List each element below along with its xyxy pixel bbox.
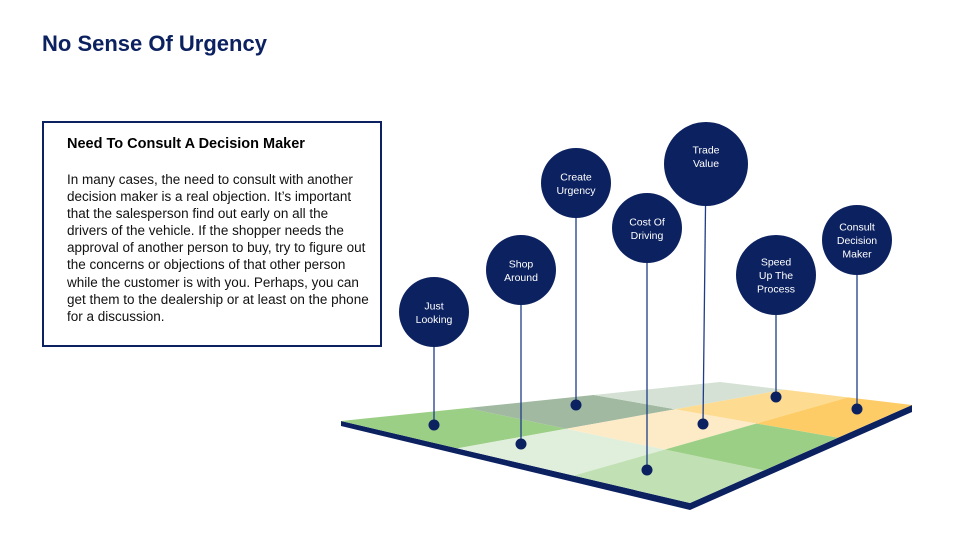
pin-label: Process <box>757 284 795 296</box>
pin-label: Looking <box>416 314 453 326</box>
pin-label: Consult <box>839 222 875 234</box>
decision-maker-panel: Need To Consult A Decision Maker In many… <box>42 121 382 347</box>
pin-label: Cost Of <box>629 216 665 228</box>
grid-cell <box>566 409 757 450</box>
pin-label: Trade <box>692 144 719 156</box>
grid-cell <box>573 449 764 503</box>
grid-cell <box>593 382 784 410</box>
pin-circle <box>486 235 556 305</box>
pin-dot <box>570 399 582 411</box>
pin-stem <box>702 163 707 425</box>
pin-label: Value <box>693 158 719 170</box>
grid-cell <box>341 408 567 449</box>
pin-label: Just <box>424 300 443 312</box>
pin-dot <box>770 391 782 403</box>
pin-label: Around <box>504 272 538 284</box>
pin-dot <box>851 403 863 415</box>
pin-label: Create <box>560 171 592 183</box>
page-title: No Sense Of Urgency <box>42 31 267 56</box>
pin-label: Urgency <box>556 185 596 197</box>
panel-heading: Need To Consult A Decision Maker <box>67 136 305 152</box>
pin-circle <box>399 277 469 347</box>
plane-base-edge <box>341 405 912 510</box>
pin-label: Up The <box>759 270 793 282</box>
pin-dot <box>515 438 527 450</box>
pin-label: Decision <box>837 235 877 247</box>
pin-label: Maker <box>842 249 872 261</box>
pin-circle <box>736 235 816 315</box>
grid-cell <box>665 423 838 471</box>
pin-circle <box>612 193 682 263</box>
pin-dot <box>428 419 440 431</box>
grid-cell <box>467 395 676 429</box>
pin-label: Speed <box>761 257 792 269</box>
grid-cell <box>675 389 848 424</box>
pin-circle <box>664 122 748 206</box>
grid-cell <box>756 397 912 438</box>
pin-circle <box>822 205 892 275</box>
pin-dot <box>697 418 709 430</box>
pin-label: Driving <box>631 230 664 242</box>
pin-label: Shop <box>509 258 534 270</box>
pin-dot <box>641 464 653 476</box>
pin-circle <box>541 148 611 218</box>
panel-body: In many cases, the need to consult with … <box>67 172 369 324</box>
grid-cell <box>457 428 666 476</box>
